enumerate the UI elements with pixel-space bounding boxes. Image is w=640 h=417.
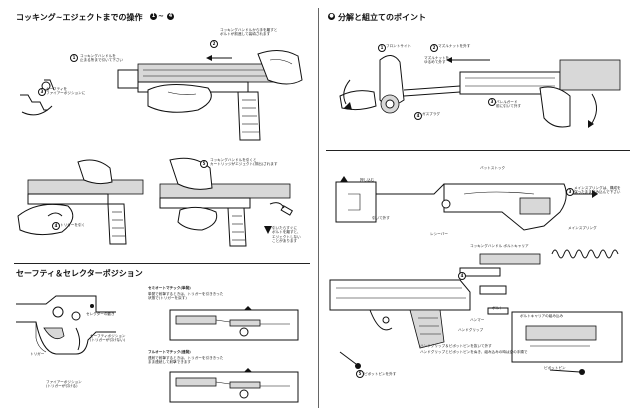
parts-step-marker: 4 bbox=[458, 272, 466, 280]
caption-pull-handle: コッキングハンドルを 止まる所まで引いて下さい bbox=[80, 54, 124, 63]
cocking-section-title: コッキング~エジェクトまでの操作 bbox=[16, 12, 142, 23]
stock-step-marker: 3 bbox=[566, 188, 574, 196]
step-marker-3: 3 bbox=[38, 88, 46, 96]
disassembly-step-3: 3 bbox=[488, 98, 496, 106]
caption-remove-pivot-pin: ピボットピンを外す bbox=[364, 372, 397, 376]
caption-safety-fire: セーフティを ファイアーポジションに bbox=[46, 87, 86, 96]
caption-bolt-carrier: コッキングハンドル ボルトキャリア bbox=[470, 244, 529, 248]
caption-spring-tip: メインスプリングは、構成を 保ったまま組み込んで下さい bbox=[574, 186, 621, 195]
caption-butt-stock: バットストック bbox=[480, 166, 506, 170]
caption-loosen-muzzle-nut: マズルナットを ゆるめて外す bbox=[424, 56, 450, 65]
caption-release-handle: コッキングハンドルから手を離すと ボルトが前進して装填されます bbox=[220, 28, 278, 37]
safety-section-title: セーフティ＆セレクターポジション bbox=[16, 269, 143, 278]
step-marker-1: 1 bbox=[70, 54, 78, 62]
caption-main-spring: メインスプリング bbox=[568, 226, 597, 230]
caption-pull-trigger: トリガーを引く bbox=[60, 223, 86, 227]
caption-hammer: ハンマー bbox=[470, 318, 485, 322]
step-range-tilde: ~ bbox=[158, 12, 164, 20]
section-rule-cocking bbox=[14, 263, 310, 264]
stock-removal-illustration bbox=[335, 176, 598, 231]
full-auto-title: フルオートマチック(連発) bbox=[148, 350, 191, 354]
caption-eject: コッキングハンドルを引くと カートリッジがエジェクト(排出)されます bbox=[210, 158, 278, 167]
semi-auto-title: セミオートマチック(単発) bbox=[148, 286, 191, 290]
caption-pivot-pin: ピボットピン bbox=[544, 366, 566, 370]
exploded-parts-illustration bbox=[329, 249, 623, 375]
step-marker-4: 4 bbox=[52, 222, 60, 230]
cocking-illustration-trigger bbox=[17, 159, 144, 245]
disassembly-step-1: 1 bbox=[378, 44, 386, 52]
caption-remove-muzzle-nut: マズルナットを外す bbox=[438, 44, 471, 48]
caption-selector-move: セレクターの動き bbox=[86, 312, 115, 316]
caption-pull-off: 引いて外す bbox=[372, 216, 390, 220]
caption-fire-position: ファイアーポジション(トリガーが引ける) bbox=[46, 380, 82, 389]
warning-icon bbox=[264, 226, 272, 234]
full-auto-diagram bbox=[169, 368, 299, 403]
section-rule-barrel bbox=[326, 150, 630, 151]
caption-note: ハンドグリップとピボットピンをぬき、組み込みの時は逆の手順で bbox=[420, 350, 528, 354]
step-marker-5: 5 bbox=[200, 160, 208, 168]
caption-eject-warning: 引いたらすぐに ボルトを離すと、 エジェクトしない ことがあります bbox=[272, 226, 301, 244]
caption-receiver: レシーバー bbox=[430, 232, 448, 236]
step-marker-2: 2 bbox=[210, 40, 218, 48]
caption-bolt: ボルト bbox=[492, 306, 503, 310]
semi-auto-desc: 単発で射撃するときは、トリガーを引ききった 状態で(トリガーを戻す) bbox=[148, 292, 224, 301]
disassembly-step-4: 4 bbox=[414, 112, 422, 120]
caption-barrel-guard: バレルガード前に引いて外す bbox=[496, 100, 522, 109]
disassembly-section-title: 分解と組立てのポイント bbox=[338, 13, 426, 22]
step-badge-1: 1 bbox=[150, 13, 157, 20]
pin-step-marker: 5 bbox=[356, 370, 364, 378]
caption-trigger: トリガー bbox=[30, 352, 45, 356]
caption-safety-position: セーフティポジション(トリガーが引けない) bbox=[90, 334, 126, 343]
disassembly-bullet: ● bbox=[328, 13, 335, 20]
semi-auto-diagram bbox=[169, 306, 299, 341]
full-auto-desc: 連射で射撃するときは、トリガーを引ききった まま連続して射撃できます bbox=[148, 356, 224, 365]
cocking-illustration-top bbox=[20, 50, 303, 141]
caption-gas-plug: ガスプラグ bbox=[422, 112, 440, 116]
cocking-title-text: コッキング~エジェクトまでの操作 bbox=[16, 13, 143, 22]
caption-remove-pins: ハンドグリップ＆ピボットピンを抜いて外す bbox=[420, 344, 492, 348]
caption-front-sight: フロントサイト bbox=[386, 44, 412, 48]
disassembly-step-2: 2 bbox=[430, 44, 438, 52]
selector-diagram bbox=[16, 295, 116, 355]
caption-hand-grip: ハンドグリップ bbox=[458, 328, 484, 332]
page-divider bbox=[318, 8, 319, 408]
step-badge-4: 4 bbox=[167, 13, 174, 20]
barrel-removal-illustration bbox=[339, 55, 621, 128]
caption-press-in: 押し込む bbox=[360, 178, 375, 182]
caption-carrier-assembly: ボルトキャリアの組み込み bbox=[520, 314, 564, 318]
